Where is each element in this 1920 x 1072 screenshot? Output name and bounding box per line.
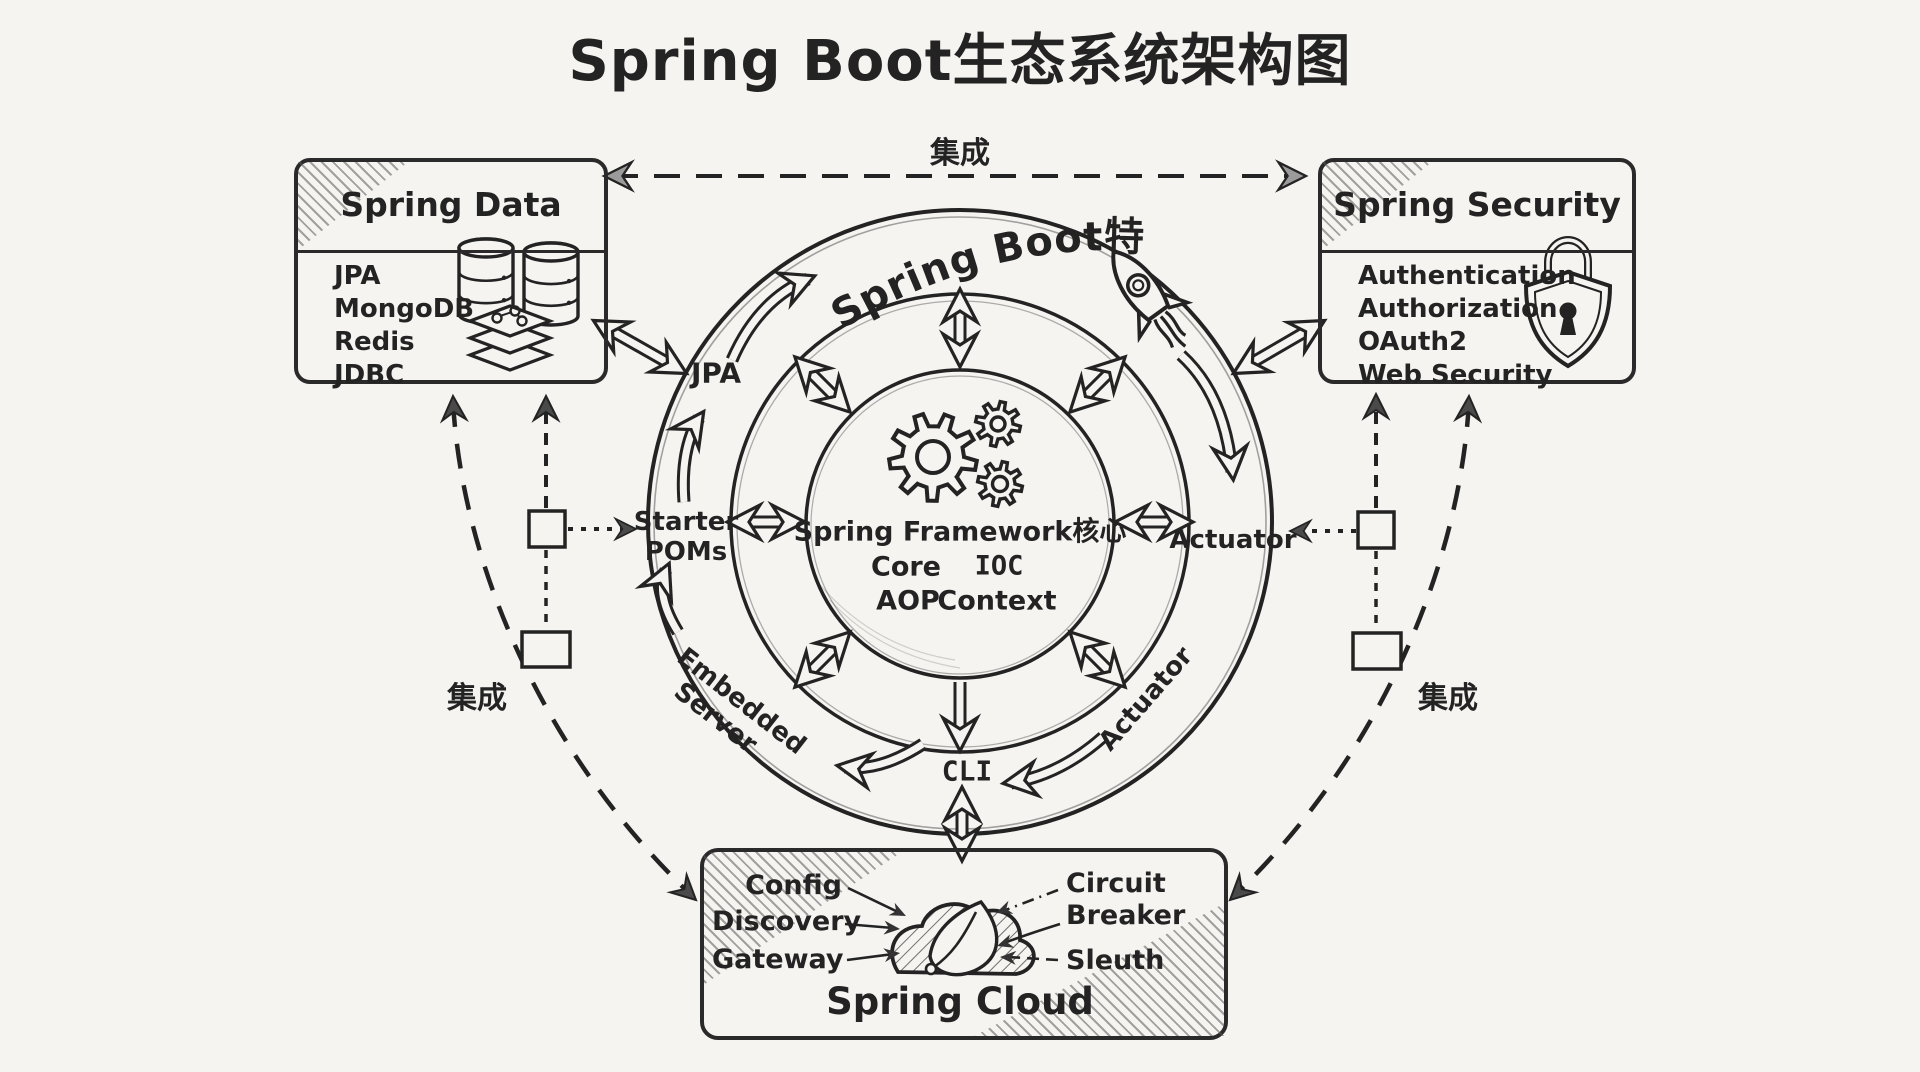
core-item-aop: AOP [876,585,940,617]
core-item-core: Core [871,551,941,583]
list-item: Authentication [1358,261,1576,291]
core-title: Spring Framework核心 [793,516,1127,548]
flow-arrows [590,271,1328,865]
list-item: MongoDB [334,294,475,324]
integration-label-left: 集成 [447,681,507,716]
spring-data-title: Spring Data [340,185,562,224]
feature-actuator: Actuator [1169,525,1297,555]
spring-data-box: Spring Data JPA MongoDB Redis JDBC [294,158,608,390]
spring-security-items: Authentication Authorization OAuth2 Web … [1358,260,1576,392]
spring-data-items: JPA MongoDB Redis JDBC [334,260,474,392]
spring-security-box: Spring Security Authentication Authoriza… [1318,158,1636,390]
spring-cloud-box [700,848,1228,1040]
page-title: Spring Boot生态系统架构图 [568,29,1352,94]
cloud-item-circuit-breaker: Circuit Breaker [1066,868,1186,931]
dashed-links [439,159,1483,902]
integration-label-top: 集成 [930,136,990,171]
cloud-item-sleuth: Sleuth [1066,945,1165,976]
spring-data-header: Spring Data [298,162,604,253]
spring-cloud-title: Spring Cloud [826,980,1094,1023]
core-item-ioc: IOC [974,550,1024,582]
list-item: JPA [334,261,381,291]
cloud-label-links [844,886,1061,965]
gears-icon [886,399,1025,509]
cloud-item-gateway: Gateway [712,944,844,975]
list-item: Authorization [1358,294,1558,324]
feature-jpa: JPA [690,356,742,390]
list-item: Redis [334,327,415,357]
feature-starter-poms: Starter POMs [633,507,739,567]
spring-security-title: Spring Security [1333,185,1621,224]
core-item-context: Context [937,585,1057,617]
list-item: OAuth2 [1358,327,1468,357]
integration-label-right: 集成 [1418,681,1478,716]
list-item: Web Security [1358,360,1553,390]
spring-security-header: Spring Security [1322,162,1632,253]
cloud-leaf-icon [890,899,1036,977]
list-item: JDBC [334,360,405,390]
shield-lock-icon [1523,236,1613,369]
rocket-icon [1111,249,1194,349]
cloud-item-discovery: Discovery [712,906,862,937]
cloud-item-config: Config [745,870,842,901]
feature-cli: CLI [941,754,993,788]
